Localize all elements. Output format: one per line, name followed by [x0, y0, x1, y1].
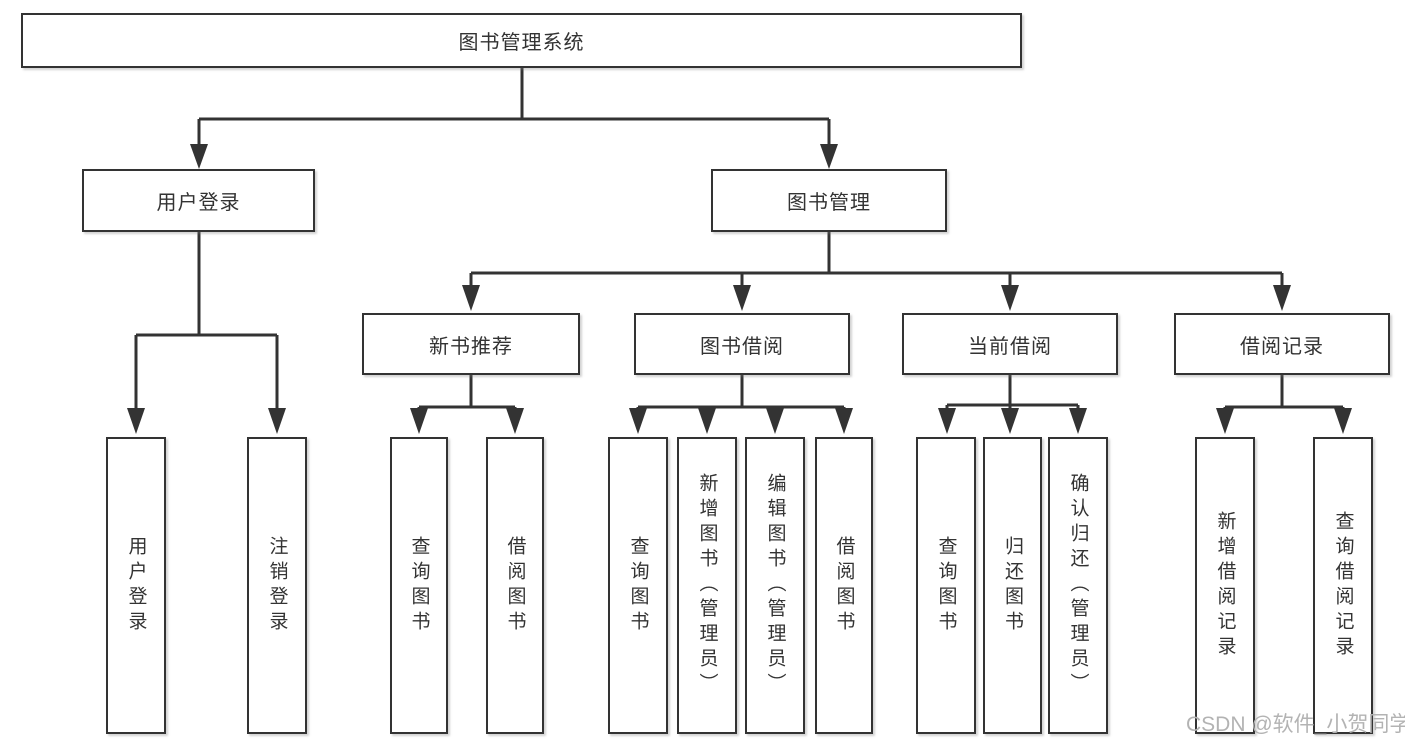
node-book-management-label: 图书管理 [787, 192, 871, 214]
node-leaf-label: 查询图书 [627, 535, 649, 636]
arrow-down-icon [268, 408, 286, 434]
node-borrowing-records: 借阅记录 [1174, 313, 1390, 375]
connector-borrow-record-split [1223, 375, 1345, 410]
node-leaf-query-books-3: 查询图书 [916, 437, 976, 734]
node-leaf-confirm-return-admin: 确认归还（管理员） [1048, 437, 1108, 734]
node-leaf-query-books-2: 查询图书 [608, 437, 668, 734]
node-book-borrowing-label: 图书借阅 [700, 335, 784, 358]
node-leaf-borrow-books-1: 借阅图书 [486, 437, 544, 734]
arrow-down-icon [1001, 285, 1019, 311]
arrow-down-icon [410, 408, 428, 434]
arrow-down-icon [820, 144, 838, 169]
node-system-root: 图书管理系统 [21, 13, 1022, 68]
arrow-down-icon [462, 285, 480, 311]
arrow-down-icon [506, 408, 524, 434]
node-leaf-label: 借阅图书 [504, 535, 526, 636]
node-borrowing-records-label: 借阅记录 [1240, 335, 1324, 358]
arrow-down-icon [1273, 285, 1291, 311]
node-current-borrowing: 当前借阅 [902, 313, 1118, 375]
node-leaf-query-books-1: 查询图书 [390, 437, 448, 734]
node-leaf-label: 用户登录 [125, 535, 147, 636]
arrow-down-icon [127, 408, 145, 434]
arrow-down-icon [938, 408, 956, 434]
node-leaf-label: 查询借阅记录 [1332, 510, 1354, 661]
arrow-down-icon [190, 144, 208, 169]
node-system-root-label: 图书管理系统 [458, 32, 585, 54]
node-leaf-borrow-books-2: 借阅图书 [815, 437, 873, 734]
arrow-down-icon [835, 408, 853, 434]
arrow-down-icon [698, 408, 716, 434]
arrow-down-icon [629, 408, 647, 434]
node-current-borrowing-label: 当前借阅 [968, 335, 1052, 358]
node-book-management: 图书管理 [711, 169, 947, 232]
node-leaf-label: 注销登录 [266, 535, 288, 636]
node-leaf-label: 编辑图书（管理员） [764, 473, 786, 698]
node-book-borrowing: 图书借阅 [634, 313, 850, 375]
arrowheads [127, 144, 1352, 434]
node-leaf-return-books: 归还图书 [983, 437, 1042, 734]
arrow-down-icon [766, 408, 784, 434]
node-new-book-recommend-label: 新书推荐 [429, 335, 513, 358]
node-leaf-user-login: 用户登录 [106, 437, 166, 734]
arrow-down-icon [1069, 408, 1087, 434]
node-leaf-label: 借阅图书 [833, 535, 855, 636]
connector-new-book-split [417, 375, 517, 410]
node-leaf-add-borrow-record: 新增借阅记录 [1195, 437, 1255, 734]
node-leaf-label: 查询图书 [935, 535, 957, 636]
arrow-down-icon [1216, 408, 1234, 434]
connector-current-borrow-split [945, 375, 1080, 410]
node-leaf-label: 查询图书 [408, 535, 430, 636]
node-leaf-label: 新增借阅记录 [1214, 510, 1236, 661]
node-user-login-label: 用户登录 [156, 192, 241, 214]
node-new-book-recommend: 新书推荐 [362, 313, 580, 375]
connector-book-mgmt-split [469, 232, 1284, 287]
node-leaf-edit-books-admin: 编辑图书（管理员） [745, 437, 805, 734]
arrow-down-icon [1001, 408, 1019, 434]
connector-root-split [197, 68, 831, 146]
node-leaf-label: 新增图书（管理员） [696, 473, 718, 698]
node-leaf-label: 确认归还（管理员） [1067, 473, 1089, 698]
arrow-down-icon [733, 285, 751, 311]
node-leaf-add-books-admin: 新增图书（管理员） [677, 437, 737, 734]
node-leaf-query-borrow-record: 查询借阅记录 [1313, 437, 1373, 734]
node-user-login: 用户登录 [82, 169, 315, 232]
connector-user-login-split [134, 232, 279, 410]
connector-book-borrow-split [636, 375, 846, 410]
node-leaf-logout: 注销登录 [247, 437, 307, 734]
node-leaf-label: 归还图书 [1002, 535, 1023, 636]
csdn-watermark: CSDN @软件_小贺同学 [1186, 713, 1405, 736]
arrow-down-icon [1334, 408, 1352, 434]
